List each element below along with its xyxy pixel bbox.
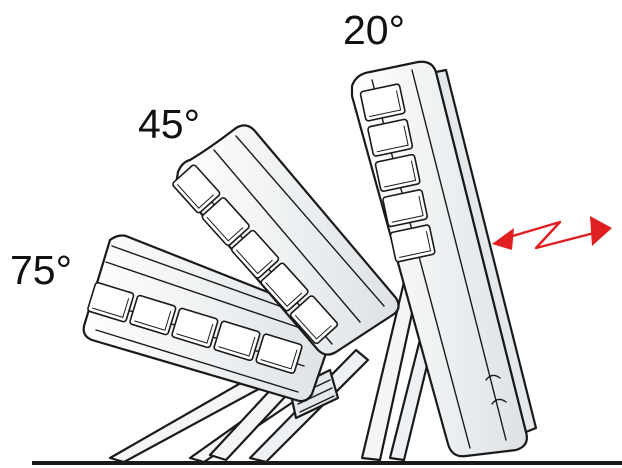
angle-label-45: 45° (138, 101, 200, 147)
angle-label-75: 75° (10, 247, 72, 293)
device-45 (170, 124, 400, 356)
device-20 (350, 60, 538, 458)
motion-arrow-icon (492, 216, 612, 250)
angle-label-20: 20° (343, 7, 405, 53)
